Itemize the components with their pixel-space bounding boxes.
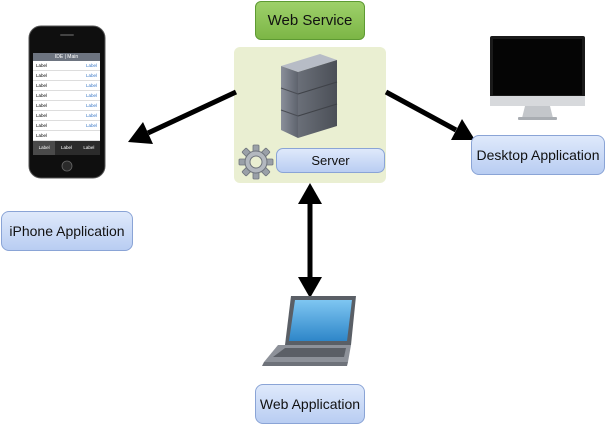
web-application-node: Web Application (255, 384, 365, 424)
arrow-server-to-web (298, 183, 322, 298)
iphone-table-row: Label Label (33, 121, 100, 131)
iphone-screen: IDE | Main Label Label Label Label Label… (33, 53, 100, 155)
arrow-server-to-iphone (128, 89, 238, 144)
iphone-tab: Label (38, 145, 50, 150)
iphone-table-row: Label Label (33, 81, 100, 91)
iphone-table-row: Label Label (33, 101, 100, 111)
iphone-table-row: Label Label (33, 71, 100, 81)
iphone-table-row: Label (33, 131, 100, 141)
iphone-table: Label Label Label Label Label Label Labe… (33, 61, 100, 141)
server-node: Server (276, 148, 385, 173)
iphone-screen-title: IDE | Main (54, 54, 79, 60)
web-service-node: Web Service (255, 1, 365, 40)
iphone-table-row: Label Label (33, 111, 100, 121)
desktop-application-node: Desktop Application (471, 135, 605, 175)
iphone-table-row: Label Label (33, 91, 100, 101)
iphone-tab-bar: Label Label Label (33, 140, 100, 155)
arrow-server-to-desktop (384, 89, 475, 140)
iphone-application-node: iPhone Application (1, 211, 133, 251)
iphone-tab: Label (60, 145, 72, 150)
iphone-table-row: Label Label (33, 61, 100, 71)
iphone-tab: Label (83, 145, 95, 150)
